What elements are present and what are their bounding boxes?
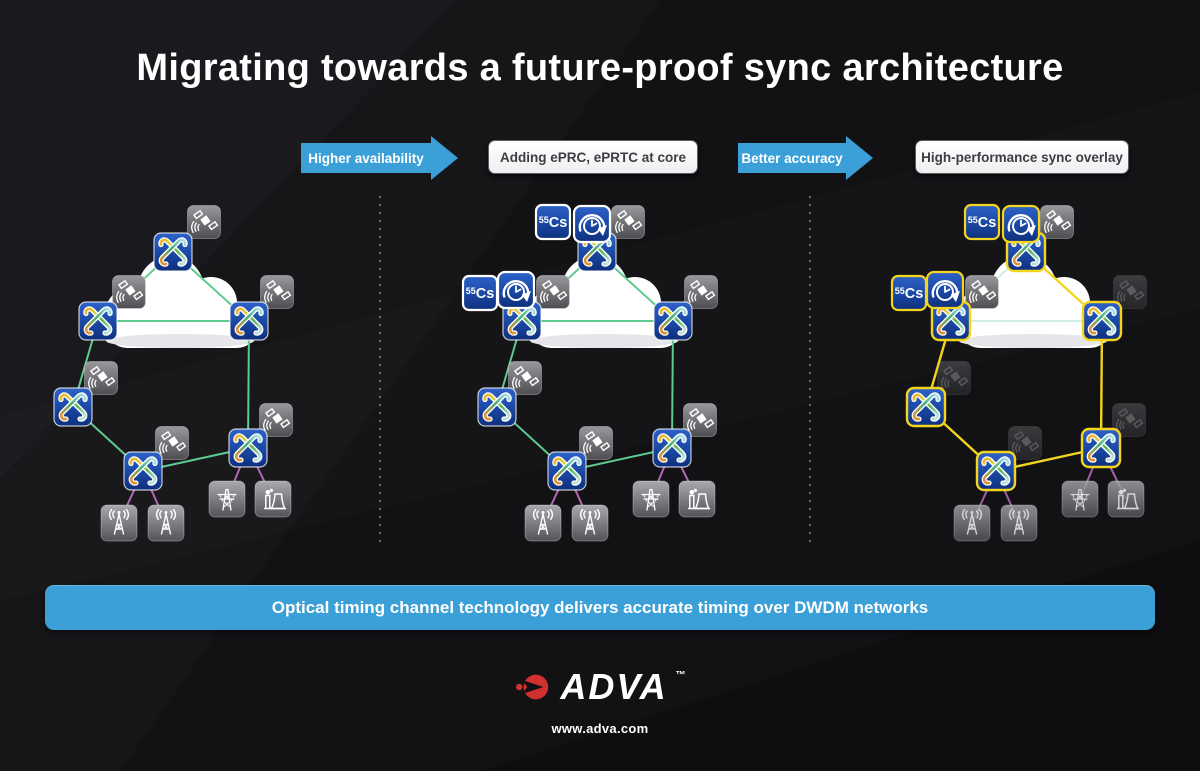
eprtc-clock-icon xyxy=(1001,204,1041,244)
website-url: www.adva.com xyxy=(551,721,649,736)
network-diagram-step-1-gnss-everywhere xyxy=(53,204,295,542)
adva-logo-icon xyxy=(516,674,549,700)
radio-tower-icon xyxy=(1000,504,1038,542)
flow-step-label: High-performance sync overlay xyxy=(921,149,1123,165)
optical-cross-connect-icon xyxy=(123,451,163,491)
optical-cross-connect-icon xyxy=(78,301,118,341)
adva-logo: ADVA ™ xyxy=(0,668,1200,706)
network-diagram-step-3-sync-overlay: 55Cs 55Cs xyxy=(890,203,1148,542)
flow-arrow-higher-availability: Higher availability xyxy=(301,136,458,180)
flow-step-box-sync-overlay: High-performance sync overlay xyxy=(915,140,1129,174)
flow-arrow-label: Better accuracy xyxy=(741,150,843,166)
optical-cross-connect-icon xyxy=(653,301,693,341)
optical-cross-connect-icon xyxy=(229,301,269,341)
eprtc-clock-icon xyxy=(925,270,965,310)
network-link xyxy=(671,320,674,449)
gnss-satellite-icon xyxy=(1039,204,1075,240)
gnss-satellite-icon xyxy=(186,204,222,240)
power-pylon-icon xyxy=(1061,480,1099,518)
power-pylon-icon xyxy=(208,480,246,518)
cesium-clock-icon: 55Cs xyxy=(534,203,572,241)
gnss-satellite-icon xyxy=(111,274,147,310)
page-title: Migrating towards a future-proof sync ar… xyxy=(136,47,1064,89)
banner-text: Optical timing channel technology delive… xyxy=(271,597,929,617)
trademark-symbol: ™ xyxy=(675,670,686,681)
dashed-separator xyxy=(379,196,381,544)
gnss-satellite-icon xyxy=(964,274,1000,310)
optical-cross-connect-icon xyxy=(1081,300,1123,342)
cesium-clock-icon: 55Cs xyxy=(963,203,1001,241)
svg-text:55Cs: 55Cs xyxy=(466,286,495,302)
optical-cross-connect-icon xyxy=(153,232,193,272)
gnss-satellite-icon xyxy=(610,204,646,240)
radio-tower-icon xyxy=(524,504,562,542)
network-diagram-step-2-eprc-eprtc-core: 55Cs 55Cs xyxy=(461,203,719,542)
network-link xyxy=(1099,320,1104,449)
svg-text:55Cs: 55Cs xyxy=(895,286,924,302)
eprtc-clock-icon xyxy=(496,270,536,310)
svg-text:55Cs: 55Cs xyxy=(539,215,568,231)
flow-step-box-eprc: Adding ePRC, ePRTC at core xyxy=(488,140,698,174)
cesium-clock-icon: 55Cs xyxy=(461,274,499,312)
power-plant-icon xyxy=(678,480,716,518)
cesium-clock-icon: 55Cs xyxy=(890,274,928,312)
optical-cross-connect-icon xyxy=(53,387,93,427)
power-plant-icon xyxy=(254,480,292,518)
power-pylon-icon xyxy=(632,480,670,518)
optical-cross-connect-icon xyxy=(477,387,517,427)
eprtc-clock-icon xyxy=(572,204,612,244)
flow-arrow-better-accuracy: Better accuracy xyxy=(738,136,873,180)
optical-cross-connect-icon xyxy=(547,451,587,491)
flow-step-label: Adding ePRC, ePRTC at core xyxy=(499,149,687,165)
svg-text:55Cs: 55Cs xyxy=(968,215,997,231)
optical-cross-connect-icon xyxy=(905,386,947,428)
dashed-separator xyxy=(809,196,811,544)
brand-name: ADVA xyxy=(560,666,668,707)
optical-cross-connect-icon xyxy=(975,450,1017,492)
optical-cross-connect-icon xyxy=(1080,427,1122,469)
optical-cross-connect-icon xyxy=(652,428,692,468)
radio-tower-icon xyxy=(571,504,609,542)
radio-tower-icon xyxy=(147,504,185,542)
gnss-satellite-icon xyxy=(535,274,571,310)
optical-cross-connect-icon xyxy=(228,428,268,468)
radio-tower-icon xyxy=(100,504,138,542)
radio-tower-icon xyxy=(953,504,991,542)
flow-arrow-label: Higher availability xyxy=(308,150,424,166)
bottom-banner: Optical timing channel technology delive… xyxy=(45,585,1155,630)
power-plant-icon xyxy=(1107,480,1145,518)
network-link xyxy=(247,320,250,449)
